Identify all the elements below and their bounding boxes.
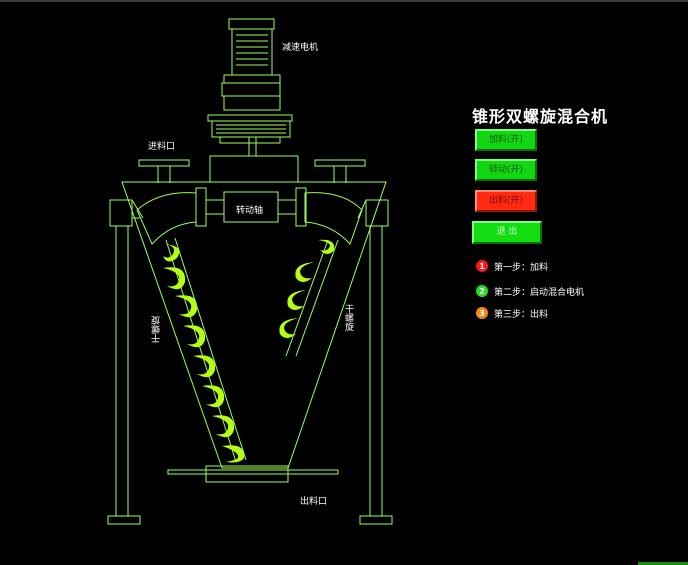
- step-1-number-icon: 1: [476, 260, 488, 272]
- right-screw-flights: [279, 239, 335, 338]
- left-screw-shaft: [165, 239, 237, 463]
- arm-right: [295, 187, 363, 245]
- outlet-icon: [167, 465, 339, 483]
- exit-button[interactable]: 退 出: [472, 221, 542, 244]
- outlet-label: 出料口: [300, 497, 328, 507]
- shaft-box: [223, 191, 279, 223]
- step-3: 3 第三步：出料: [476, 306, 548, 320]
- feed-button[interactable]: 加料(开): [475, 129, 537, 151]
- step-2: 2 第二步：启动混合电机: [476, 284, 584, 298]
- left-screw-flights: [163, 244, 245, 463]
- step-1-text: 第一步：加料: [494, 262, 549, 273]
- discharge-button[interactable]: 出料(开): [475, 190, 537, 212]
- step-1: 1 第一步：加料: [476, 259, 548, 273]
- step-2-text: 第二步：启动混合电机: [494, 287, 585, 298]
- motor-label: 减速电机: [282, 43, 319, 53]
- left-screw-label: 干螺旋: [152, 316, 162, 343]
- inlet-label: 进料口: [148, 142, 176, 152]
- arm-left: [136, 187, 207, 245]
- top-border: [0, 0, 688, 2]
- inlet-left-icon: [138, 159, 190, 183]
- rotate-button[interactable]: 转动(开): [475, 159, 537, 181]
- step-3-text: 第三步：出料: [494, 309, 549, 320]
- leg-right: [359, 225, 393, 525]
- leg-left: [107, 225, 141, 525]
- step-3-number-icon: 3: [476, 307, 488, 319]
- shaft-label: 转动轴: [236, 206, 264, 216]
- right-screw-label: 干螺旋: [343, 304, 353, 331]
- step-2-number-icon: 2: [476, 285, 488, 297]
- inlet-right-icon: [314, 159, 366, 183]
- right-screw-shaft: [285, 239, 329, 357]
- page-title: 锥形双螺旋混合机: [472, 107, 609, 126]
- corner-indicator: [638, 562, 688, 565]
- motor-icon: [207, 18, 299, 183]
